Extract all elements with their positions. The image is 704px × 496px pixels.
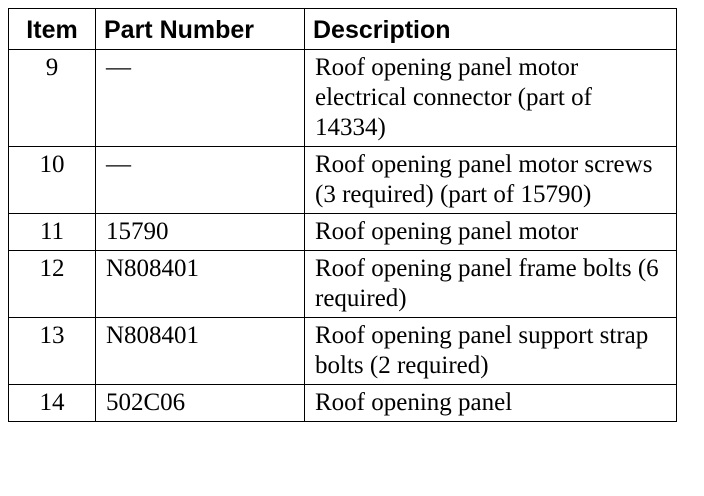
item-cell: 11 [8, 213, 96, 251]
part-number-cell: N808401 [95, 317, 305, 385]
part-number-cell: — [95, 146, 305, 214]
part-number-cell: 502C06 [95, 384, 305, 422]
description-cell: Roof opening panel motor [304, 213, 677, 251]
header-row: Item Part Number Description [8, 8, 677, 50]
part-number-cell: — [95, 49, 305, 147]
description-cell: Roof opening panel [304, 384, 677, 422]
column-header-part-number: Part Number [95, 8, 305, 50]
part-number-cell: N808401 [95, 250, 305, 318]
table-header: Item Part Number Description [8, 8, 677, 50]
item-cell: 9 [8, 49, 96, 147]
table-row: 14 502C06 Roof opening panel [8, 384, 677, 422]
table-row: 11 15790 Roof opening panel motor [8, 213, 677, 251]
description-cell: Roof opening panel motor electrical conn… [304, 49, 677, 147]
part-number-cell: 15790 [95, 213, 305, 251]
description-cell: Roof opening panel support strap bolts (… [304, 317, 677, 385]
parts-table: Item Part Number Description 9 — Roof op… [8, 8, 677, 422]
item-cell: 10 [8, 146, 96, 214]
description-cell: Roof opening panel motor screws (3 requi… [304, 146, 677, 214]
table-row: 9 — Roof opening panel motor electrical … [8, 49, 677, 147]
table-row: 12 N808401 Roof opening panel frame bolt… [8, 250, 677, 318]
description-cell: Roof opening panel frame bolts (6 requir… [304, 250, 677, 318]
item-cell: 12 [8, 250, 96, 318]
item-cell: 14 [8, 384, 96, 422]
item-cell: 13 [8, 317, 96, 385]
column-header-description: Description [304, 8, 677, 50]
column-header-item: Item [8, 8, 96, 50]
table-body: 9 — Roof opening panel motor electrical … [8, 49, 677, 422]
table-row: 10 — Roof opening panel motor screws (3 … [8, 146, 677, 214]
table-row: 13 N808401 Roof opening panel support st… [8, 317, 677, 385]
